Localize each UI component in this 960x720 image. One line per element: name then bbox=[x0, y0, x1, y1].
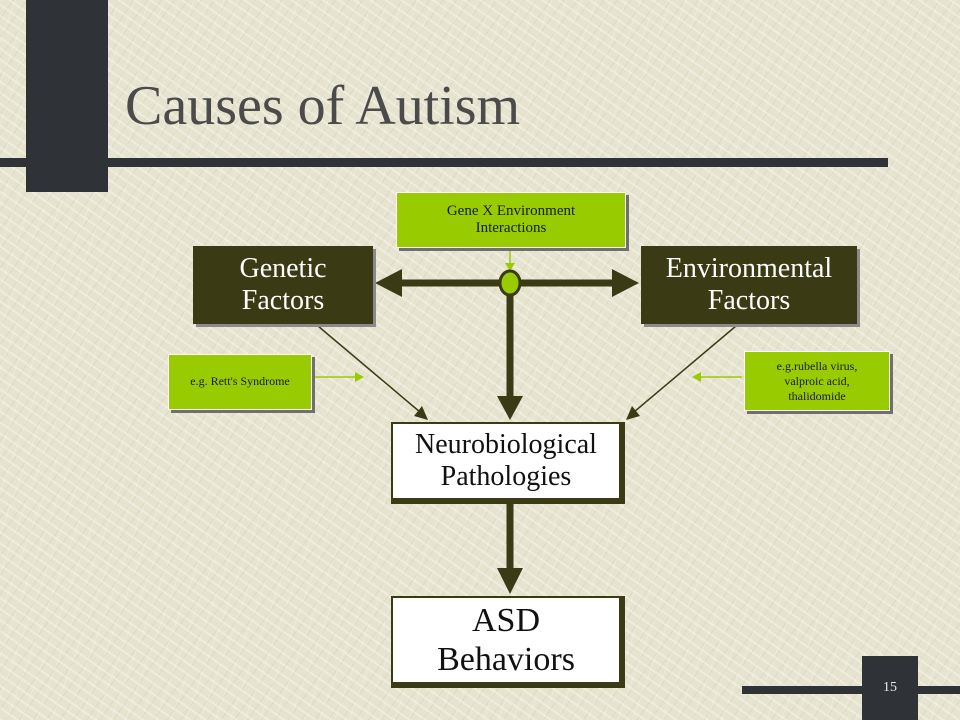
gxe-line2: Interactions bbox=[475, 220, 547, 236]
slide-title: Causes of Autism bbox=[125, 75, 521, 137]
arrowhead-gxe-to-junction bbox=[505, 263, 515, 271]
environmental-examples-box: e.g.rubella virus, valproic acid, thalid… bbox=[744, 351, 890, 411]
genetic-to-neuro-diagonal bbox=[317, 325, 421, 413]
environmental-to-neuro-diagonal bbox=[633, 325, 737, 413]
arrowhead-left-to-genetic bbox=[375, 269, 402, 297]
asd-behaviors-box: ASD Behaviors bbox=[391, 596, 621, 684]
arrowhead-down-to-neuro bbox=[497, 396, 523, 420]
arrowhead-rett bbox=[355, 372, 364, 382]
page-number: 15 bbox=[883, 680, 897, 695]
footer-block bbox=[862, 656, 918, 720]
arrowhead-environmental-diagonal bbox=[626, 406, 640, 420]
environmental-factors-line1: Environmental bbox=[665, 252, 833, 284]
neuro-line2: Pathologies bbox=[440, 461, 572, 492]
gxe-line1: Gene X Environment bbox=[446, 202, 576, 219]
footer-rule bbox=[742, 686, 960, 694]
asd-line2: Behaviors bbox=[437, 641, 575, 678]
rett-line1: e.g. Rett's Syndrome bbox=[190, 374, 290, 389]
environmental-factors-box: Environmental Factors bbox=[641, 246, 857, 324]
rubella-line3: thalidomide bbox=[788, 388, 846, 403]
neuro-line1: Neurobiological bbox=[415, 428, 597, 460]
genetic-factors-line1: Genetic bbox=[239, 252, 327, 284]
arrowhead-right-to-environmental bbox=[612, 269, 639, 297]
asd-line1: ASD bbox=[471, 601, 541, 639]
interaction-junction-node bbox=[498, 269, 522, 297]
arrowhead-rubella bbox=[692, 372, 701, 382]
arrowhead-genetic-diagonal bbox=[414, 406, 428, 420]
title-underline-rule bbox=[0, 158, 888, 167]
neurobiological-pathologies-box: Neurobiological Pathologies bbox=[391, 422, 621, 500]
genetic-factors-line2: Factors bbox=[241, 285, 325, 316]
arrowhead-down-to-asd bbox=[497, 568, 523, 594]
gene-environment-interactions-box: Gene X Environment Interactions bbox=[396, 192, 626, 248]
rett-syndrome-example-box: e.g. Rett's Syndrome bbox=[168, 354, 312, 410]
rubella-line1: e.g.rubella virus, bbox=[776, 358, 858, 373]
rubella-line2: valproic acid, bbox=[784, 373, 850, 388]
genetic-factors-box: Genetic Factors bbox=[193, 246, 373, 324]
environmental-factors-line2: Factors bbox=[707, 285, 791, 316]
